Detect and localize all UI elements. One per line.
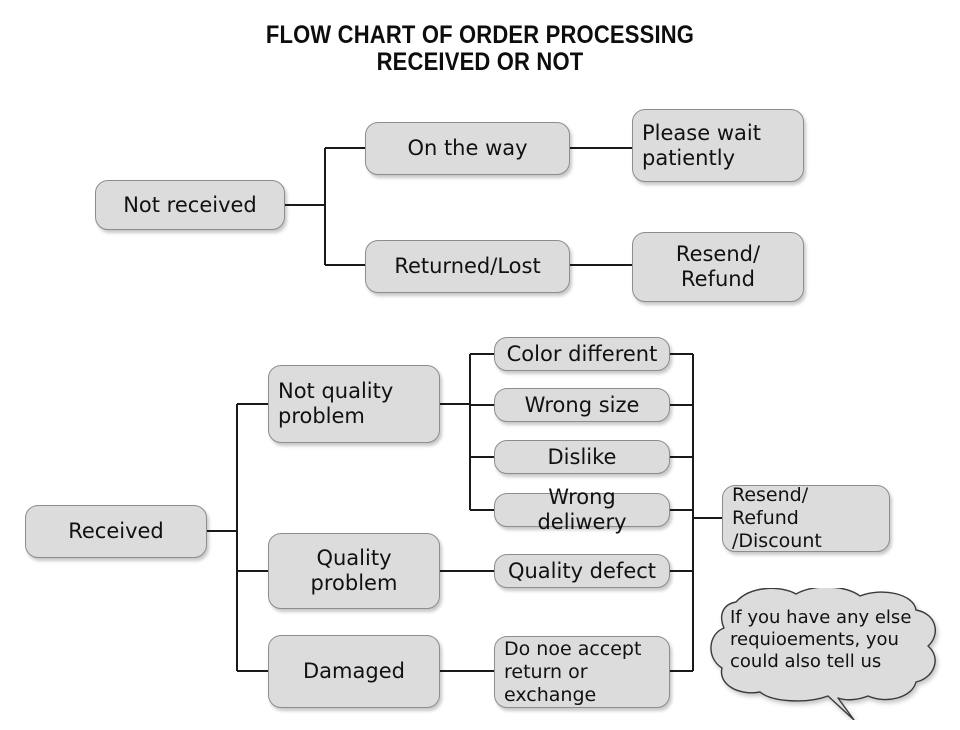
note-speech-bubble-text: If you have any else requioements, you c… [730, 607, 912, 672]
node-quality-problem-label: Quality problem [310, 546, 398, 595]
node-dislike[interactable]: Dislike [494, 440, 670, 474]
node-resend-refund-discount[interactable]: Resend/ Refund /Discount [722, 484, 890, 552]
node-returned-lost[interactable]: Returned/Lost [365, 240, 570, 293]
title-line-2: RECEIVED OR NOT [376, 48, 584, 76]
node-do-noe-accept[interactable]: Do noe accept return or exchange [494, 636, 670, 708]
speech-bubble-shape [710, 588, 936, 720]
node-wrong-size-label: Wrong size [524, 392, 640, 417]
node-returned-lost-label: Returned/Lost [394, 254, 541, 278]
node-received-label: Received [68, 519, 164, 543]
node-on-the-way-label: On the way [407, 136, 528, 160]
node-color-different-label: Color different [506, 341, 658, 366]
node-please-wait-patiently-label: Please wait patiently [642, 120, 761, 170]
node-color-different[interactable]: Color different [494, 337, 670, 371]
node-resend-refund-discount-label: Resend/ Refund /Discount [732, 484, 822, 552]
node-not-received[interactable]: Not received [95, 180, 285, 230]
node-damaged-label: Damaged [303, 659, 405, 683]
note-speech-bubble[interactable]: If you have any else requioements, you c… [706, 588, 944, 720]
node-not-quality-problem-label: Not quality problem [278, 379, 394, 428]
node-quality-defect[interactable]: Quality defect [494, 554, 670, 588]
node-quality-problem[interactable]: Quality problem [268, 533, 440, 609]
node-not-quality-problem[interactable]: Not quality problem [268, 365, 440, 443]
node-wrong-size[interactable]: Wrong size [494, 388, 670, 422]
node-resend-refund[interactable]: Resend/ Refund [632, 232, 804, 302]
node-wrong-deliwery-label: Wrong deliwery [537, 485, 627, 534]
node-quality-defect-label: Quality defect [507, 558, 657, 583]
node-please-wait-patiently[interactable]: Please wait patiently [632, 109, 804, 182]
node-do-noe-accept-label: Do noe accept return or exchange [504, 637, 642, 706]
page-title: FLOW CHART OF ORDER PROCESSING RECEIVED … [58, 22, 903, 76]
node-not-received-label: Not received [123, 192, 257, 217]
node-damaged[interactable]: Damaged [268, 635, 440, 708]
node-wrong-deliwery[interactable]: Wrong deliwery [494, 485, 670, 534]
node-dislike-label: Dislike [547, 444, 617, 469]
title-line-1: FLOW CHART OF ORDER PROCESSING [265, 21, 695, 49]
node-resend-refund-label: Resend/ Refund [675, 242, 761, 291]
node-on-the-way[interactable]: On the way [365, 122, 570, 175]
node-received[interactable]: Received [25, 505, 207, 558]
